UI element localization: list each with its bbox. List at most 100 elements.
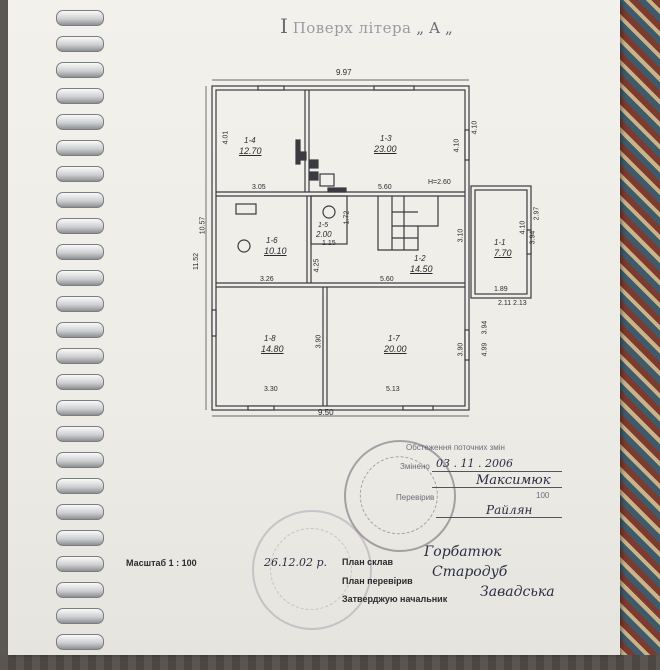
title-text: Поверх літера bbox=[292, 19, 412, 37]
stamp-dash-value: 100 bbox=[536, 491, 550, 500]
binding-ring bbox=[56, 478, 104, 494]
binding-ring bbox=[56, 192, 104, 208]
room-1-4-area: 12.70 bbox=[239, 146, 262, 156]
stamp-date-label: Змінено bbox=[400, 462, 430, 471]
binding-ring bbox=[56, 400, 104, 416]
background-floor bbox=[0, 655, 660, 670]
made-by-label: План склав bbox=[342, 557, 394, 567]
checked-by-label: План перевірив bbox=[342, 576, 413, 586]
page-title: I Поверх літера „ А „ bbox=[280, 14, 453, 38]
stamp-checked-label: Перевірив bbox=[396, 493, 435, 502]
scale-label: Масштаб 1 : 100 bbox=[126, 558, 197, 568]
outer-wall bbox=[211, 85, 470, 411]
room-1-5-id: 1-5 bbox=[318, 222, 329, 229]
porch-side-label: 2.97 bbox=[533, 206, 541, 221]
room-1-5-height: 1.72 bbox=[343, 210, 351, 225]
room-1-7-width: 5.13 bbox=[386, 386, 400, 393]
plan-date: 26.12.02 р. bbox=[264, 556, 328, 569]
room-1-3-area: 23.00 bbox=[374, 144, 397, 154]
made-by-signature: Горбатюк bbox=[424, 544, 502, 560]
binding-ring bbox=[56, 504, 104, 520]
room-1-7-area: 20.00 bbox=[384, 344, 407, 354]
room-1-1-id: 1-1 bbox=[494, 238, 506, 247]
binding-ring bbox=[56, 426, 104, 442]
binding-ring bbox=[56, 374, 104, 390]
room-1-1-area: 7.70 bbox=[494, 248, 512, 258]
room-1-8-width: 3.30 bbox=[264, 386, 278, 393]
dim-top-total: 9.97 bbox=[336, 68, 352, 77]
stamp-title: Обстеження поточних змін bbox=[406, 443, 505, 452]
dim-right-upper: 4.10 bbox=[471, 120, 479, 135]
dim-right-extra: 4.99 bbox=[481, 342, 489, 357]
round-seal-2-ring bbox=[270, 528, 352, 610]
document-sheet: I Поверх літера „ А „ bbox=[8, 0, 620, 655]
dim-right-lower: 3.94 bbox=[481, 320, 489, 335]
room-1-3-height: 4.10 bbox=[453, 138, 461, 153]
outer-wall-inner bbox=[215, 89, 466, 407]
round-seal-1-ring bbox=[352, 448, 446, 542]
stamp-date-line bbox=[432, 471, 562, 472]
room-1-4-id: 1-4 bbox=[244, 136, 256, 145]
room-1-1-height: 4.10 bbox=[519, 220, 527, 235]
room-1-2-area: 14.50 bbox=[410, 264, 433, 274]
room-1-2-width: 5.60 bbox=[380, 276, 394, 283]
binding-ring bbox=[56, 530, 104, 546]
room-1-6-id: 1-6 bbox=[266, 236, 278, 245]
stamp-inspector-value: Максимюк bbox=[476, 473, 551, 488]
binding-ring bbox=[56, 10, 104, 26]
binding-ring bbox=[56, 556, 104, 572]
stamp-checked-value: Райлян bbox=[486, 503, 533, 517]
room-1-7-id: 1-7 bbox=[388, 334, 400, 343]
room-1-5-width: 1.15 bbox=[322, 240, 336, 247]
room-1-8-id: 1-8 bbox=[264, 334, 276, 343]
room-1-8-height: 3.90 bbox=[315, 334, 323, 349]
binding-ring bbox=[56, 36, 104, 52]
room-1-4-width: 3.05 bbox=[252, 184, 266, 191]
approved-signature: Завадська bbox=[480, 584, 555, 600]
room-1-3-width: 5.60 bbox=[378, 184, 392, 191]
room-1-6-width: 3.26 bbox=[260, 276, 274, 283]
inventory-stamp: Обстеження поточних змін Змінено 03 . 11… bbox=[376, 443, 576, 523]
checked-by-signature: Стародуб bbox=[432, 564, 508, 580]
dim-right-total: 3.94 bbox=[529, 230, 537, 245]
dim-bottom-total: 9.50 bbox=[318, 408, 334, 417]
room-1-7-height: 3.90 bbox=[457, 342, 465, 357]
round-seal-2 bbox=[252, 510, 372, 630]
binding-ring bbox=[56, 88, 104, 104]
binding-ring bbox=[56, 166, 104, 182]
binding-ring bbox=[56, 114, 104, 130]
room-1-6-height: 4.25 bbox=[313, 258, 321, 273]
binding-ring bbox=[56, 218, 104, 234]
binding-ring bbox=[56, 322, 104, 338]
floor-plan bbox=[205, 79, 532, 417]
title-letter: „ А „ bbox=[416, 19, 453, 37]
binding-ring bbox=[56, 634, 104, 650]
room-1-3-id: 1-3 bbox=[380, 134, 392, 143]
stamp-checked-line bbox=[436, 517, 562, 518]
binding-ring bbox=[56, 140, 104, 156]
dim-left-total: 11.52 bbox=[193, 253, 200, 270]
binding-ring bbox=[56, 270, 104, 286]
room-1-2-id: 1-2 bbox=[414, 254, 426, 263]
binding-ring bbox=[56, 296, 104, 312]
stamp-date-value: 03 . 11 . 2006 bbox=[436, 457, 513, 470]
title-roman: I bbox=[280, 14, 288, 38]
porch-label: 2.11 2.13 bbox=[498, 300, 527, 307]
background-rug bbox=[620, 0, 660, 670]
spiral-binding bbox=[56, 0, 106, 660]
room-1-8-area: 14.80 bbox=[261, 344, 284, 354]
stamp-inspector-line bbox=[432, 487, 562, 488]
binding-ring bbox=[56, 582, 104, 598]
room-1-1-width: 1.89 bbox=[494, 286, 508, 293]
room-1-2-height: 3.10 bbox=[457, 228, 465, 243]
binding-ring bbox=[56, 62, 104, 78]
room-1-5-area: 2.00 bbox=[316, 230, 332, 239]
room-1-6-area: 10.10 bbox=[264, 246, 287, 256]
height-label: H=2.60 bbox=[428, 179, 451, 186]
binding-ring bbox=[56, 244, 104, 260]
binding-ring bbox=[56, 348, 104, 364]
approved-label: Затверджую начальник bbox=[342, 594, 448, 604]
binding-ring bbox=[56, 452, 104, 468]
dim-left-segment: 10.57 bbox=[199, 216, 207, 235]
